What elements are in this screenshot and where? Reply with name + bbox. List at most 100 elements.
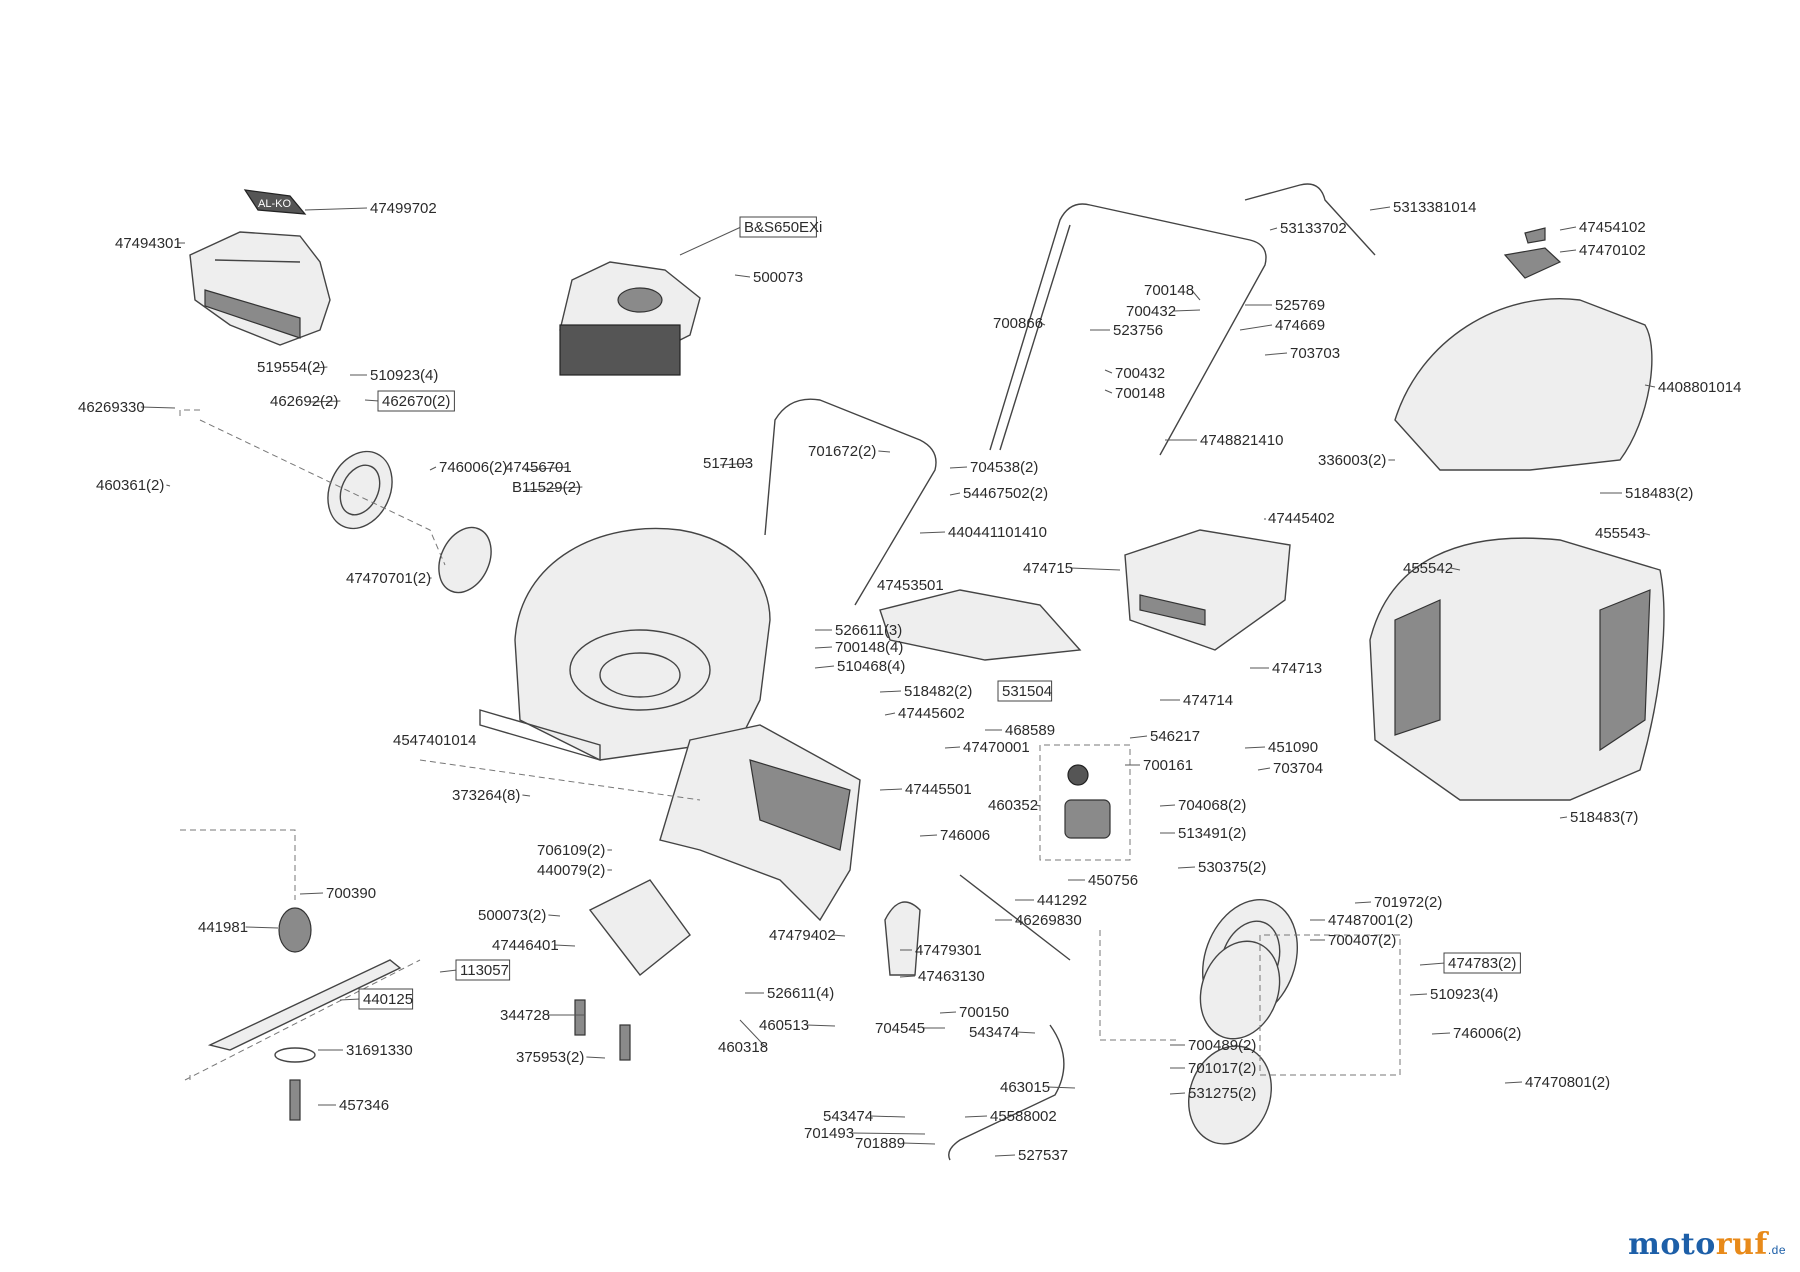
part-number-label: 47463130 <box>918 968 985 985</box>
part-callout: 451090 <box>1244 739 1318 756</box>
part-callout: 703704 <box>1257 760 1323 777</box>
leader-line <box>1644 384 1656 388</box>
leader-line <box>304 207 368 211</box>
part-callout: 440125 <box>339 988 414 1010</box>
part-number-label: 47499702 <box>370 200 437 217</box>
part-callout: 460361(2) <box>96 477 171 494</box>
part-number-label: 474713 <box>1272 660 1322 677</box>
part-number-label: 525769 <box>1275 297 1325 314</box>
part-number-label: 47487001(2) <box>1328 912 1413 929</box>
part-callout: 700148 <box>1104 385 1165 402</box>
part-number-label: 373264(8) <box>452 787 520 804</box>
part-callout: 531275(2) <box>1169 1085 1256 1102</box>
part-callout: 525769 <box>1245 297 1325 314</box>
part-number-label: 746006 <box>940 827 990 844</box>
part-callout: 526611(4) <box>745 985 834 1002</box>
part-number-label: 474669 <box>1275 317 1325 334</box>
part-number-label: 518483(2) <box>1625 485 1693 502</box>
part-number-label: 700148 <box>1144 282 1194 299</box>
part-callout: 500073 <box>734 269 803 286</box>
part-number-label: 701889 <box>855 1135 905 1152</box>
part-callout: 455543 <box>1595 525 1651 542</box>
part-callout: 531504 <box>997 680 1053 702</box>
leader-line <box>739 1019 766 1048</box>
part-callout: 47470102 <box>1559 242 1646 259</box>
leader-line <box>524 486 583 491</box>
part-number-label: 440441101410 <box>948 524 1047 541</box>
part-callout: 701889 <box>855 1135 936 1152</box>
leader-line <box>919 834 938 837</box>
leader-line <box>586 1056 606 1059</box>
leader-line <box>429 466 437 471</box>
leader-line <box>878 450 891 453</box>
part-callout: 47445402 <box>1264 510 1335 527</box>
part-callout: 701017(2) <box>1170 1060 1256 1077</box>
leader-line <box>944 746 961 749</box>
part-number-label: 500073 <box>753 269 803 286</box>
part-callout: 47499702 <box>304 200 437 217</box>
leader-line <box>245 926 279 929</box>
height-adjust-part <box>884 874 1071 1161</box>
part-number-label: 47470701(2) <box>346 570 431 587</box>
part-callout: 47454102 <box>1559 219 1646 236</box>
part-number-label: 530375(2) <box>1198 859 1266 876</box>
part-callout: 47470801(2) <box>1504 1074 1610 1091</box>
part-number-label: 704545 <box>875 1020 925 1037</box>
part-callout: 460318 <box>718 1019 768 1056</box>
part-callout: 373264(8) <box>452 787 531 804</box>
boxed-label-frame <box>455 959 511 981</box>
leader-line <box>1129 735 1148 739</box>
part-number-label: 441292 <box>1037 892 1087 909</box>
part-callout: 460352 <box>988 797 1041 814</box>
part-number-label: 701017(2) <box>1188 1060 1256 1077</box>
part-number-label: 31691330 <box>346 1042 413 1059</box>
footer-brand-part1: moto <box>1628 1227 1716 1262</box>
part-callout: 474714 <box>1160 692 1233 709</box>
part-callout: 474783(2) <box>1419 952 1521 974</box>
part-number-label: 463015 <box>1000 1079 1050 1096</box>
part-callout: 47445602 <box>884 705 965 722</box>
part-callout: 746006 <box>919 827 990 844</box>
leader-line <box>1419 962 1446 966</box>
part-number-label: 47446401 <box>492 937 559 954</box>
part-number-label: 47445602 <box>898 705 965 722</box>
leader-line <box>309 400 341 403</box>
leader-line <box>1173 309 1201 312</box>
part-callout: 746006(2) <box>1431 1025 1521 1042</box>
part-number-label: 510923(4) <box>1430 986 1498 1003</box>
part-callout: 700161 <box>1125 757 1193 774</box>
boxed-label-frame <box>1443 952 1521 974</box>
leader-line <box>439 969 458 973</box>
leader-line <box>1257 767 1271 771</box>
part-number-label: 703704 <box>1273 760 1323 777</box>
part-callout: 4408801014 <box>1644 379 1741 396</box>
leader-line <box>1559 249 1577 253</box>
leader-line <box>1169 1092 1186 1095</box>
leader-line <box>1431 1032 1451 1035</box>
part-callout: 700148 <box>1144 282 1201 301</box>
leader-line <box>1504 1081 1523 1084</box>
leader-line <box>1450 567 1461 571</box>
part-number-label: 460361(2) <box>96 477 164 494</box>
part-callout: 113057 <box>439 959 511 981</box>
part-number-label: 517103 <box>703 455 753 472</box>
part-number-label: 113057 <box>460 962 509 979</box>
part-callout: 474669 <box>1239 317 1325 334</box>
part-number-label: 5313381014 <box>1393 199 1476 216</box>
part-callout: 704068(2) <box>1159 797 1246 814</box>
leader-line <box>1070 567 1121 571</box>
leader-line <box>814 665 835 669</box>
part-number-label: 462692(2) <box>270 393 338 410</box>
part-callout: 700432 <box>1126 303 1201 320</box>
part-number-label: 47470801(2) <box>1525 1074 1610 1091</box>
part-callout: 700148(4) <box>814 639 903 656</box>
leader-line <box>879 690 902 693</box>
leader-line <box>851 1132 926 1135</box>
rear-flap-part <box>659 724 861 922</box>
part-number-label: 700432 <box>1115 365 1165 382</box>
leader-line <box>1035 804 1041 807</box>
leader-line <box>1047 1086 1076 1089</box>
leader-line <box>1642 532 1651 536</box>
part-number-label: 746006(2) <box>1453 1025 1521 1042</box>
part-callout: 523756 <box>1090 322 1163 339</box>
